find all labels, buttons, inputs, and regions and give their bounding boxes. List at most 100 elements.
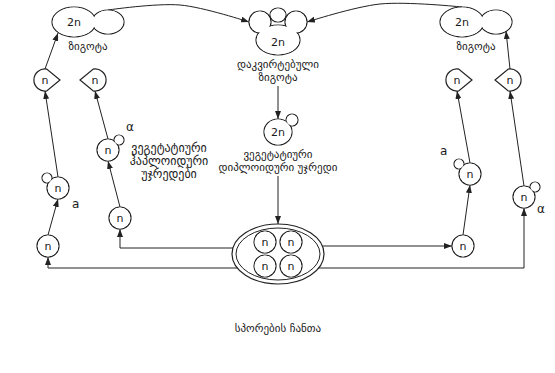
cell-fill [286, 12, 307, 33]
budding-zygote: 2n დაკვირტებული ზიგოტა [230, 6, 326, 84]
haploid-cell-body: n [451, 234, 475, 258]
haploid-cell-body: n [40, 172, 70, 200]
life-cycle-arrow [48, 199, 58, 235]
cell-fill [38, 236, 59, 257]
cell-fill [250, 12, 271, 33]
ascus-body [223, 222, 333, 286]
cell-wall [446, 69, 472, 91]
ascospore-body: n [279, 230, 303, 254]
life-cycle-arrow [506, 31, 510, 69]
ploidy-label: n [288, 261, 295, 272]
ploidy-label: n [507, 75, 514, 86]
cell-fill [110, 208, 131, 229]
cell-wall [37, 235, 59, 257]
ascus-outline [223, 222, 333, 286]
life-cycle-arrow [45, 33, 58, 69]
life-cycle-arrow [108, 5, 249, 22]
life-cycle-arrow [45, 91, 58, 177]
mating-cell: n [445, 68, 473, 92]
mating-cell: n [79, 68, 107, 92]
cell-fill [115, 136, 124, 145]
cell-wall [495, 69, 521, 91]
ascospore-body: n [253, 254, 277, 278]
cell-fill [93, 11, 124, 34]
ploidy-label: n [460, 241, 467, 252]
ascospore-body: n [253, 230, 277, 254]
cell-wall [34, 69, 60, 91]
cell-fill [98, 140, 119, 161]
ploidy-label: n [45, 241, 52, 252]
budding-zygote-outline [230, 6, 326, 56]
ascospore: n [253, 254, 277, 278]
cell-fill [265, 120, 292, 145]
cell-wall [109, 207, 131, 229]
life-cycle-arrow [95, 91, 108, 139]
mating-type-label: α [537, 203, 545, 216]
ascus: სპორების ჩანთა n n n n [223, 222, 333, 335]
ascospore: n [253, 230, 277, 254]
cell-wall [52, 7, 96, 37]
cell-fill [255, 232, 276, 253]
zygote-outline [50, 6, 126, 38]
cell-fill [271, 9, 286, 22]
cell-wall [280, 231, 302, 253]
budding-zygote-body: 2n [230, 6, 326, 56]
zygote: 2n ზიგოტა [438, 6, 514, 53]
ploidy-label: n [55, 183, 62, 194]
cell-wall [452, 235, 474, 257]
ploidy-label: n [288, 237, 295, 248]
cell-wall [80, 69, 106, 91]
cell-fill [255, 256, 276, 277]
cell-fill [43, 174, 52, 183]
cell-fill [281, 232, 302, 253]
cell-fill [481, 11, 512, 34]
haploid-cell: n [108, 206, 132, 230]
haploid-cell: n [36, 234, 60, 258]
cell-wall [254, 231, 276, 253]
ploidy-label: 2n [271, 37, 285, 48]
diploid-cell: 2nვეგეტატიური დიპლოიდური უჯრედი [213, 112, 343, 174]
zygote-body: 2n [438, 6, 514, 38]
cell-fill [460, 164, 481, 185]
life-cycle-arrow [48, 257, 238, 268]
cell-fill [453, 236, 474, 257]
cell-fill [48, 178, 69, 199]
cell-wall [480, 10, 512, 34]
ascospore: n [279, 254, 303, 278]
ploidy-label: n [262, 261, 269, 272]
ploidy-label: 2n [271, 127, 285, 138]
haploid-cell: n [452, 158, 482, 186]
life-cycle-arrow [278, 86, 279, 119]
haploid-cell-body: n [108, 206, 132, 230]
stage-caption: სპორების ჩანთა [223, 322, 333, 335]
stage-caption: ზიგოტა [50, 40, 126, 53]
stage-caption: დაკვირტებული ზიგოტა [230, 58, 326, 84]
cell-fill [455, 160, 464, 169]
ploidy-label: n [262, 237, 269, 248]
haploid-cell-body: n [36, 234, 60, 258]
ploidy-label: n [92, 75, 99, 86]
cell-fill [53, 8, 96, 37]
ascus-wall [232, 224, 324, 284]
ploidy-label: n [454, 75, 461, 86]
cell-fill [531, 183, 540, 192]
haploid-cell-body: n [452, 158, 482, 186]
stage-caption: ზიგოტა [438, 40, 514, 53]
mating-cell-body: n [445, 68, 473, 92]
stage-caption: ვეგეტატიური ჰაპლოიდური უჯრედები [128, 142, 210, 181]
cell-fill [441, 8, 484, 37]
ploidy-label: n [521, 192, 528, 203]
life-cycle-arrow [463, 185, 470, 235]
life-cycle-arrow [120, 229, 233, 248]
mating-type-label: α [126, 121, 134, 134]
zygote-body: 2n [50, 6, 126, 38]
life-cycle-arrow [510, 91, 524, 186]
ascus-wall [236, 228, 320, 280]
cell-wall [270, 8, 286, 22]
life-cycle-arrow [322, 246, 452, 247]
haploid-cell: n [96, 134, 126, 162]
mating-cell-body: n [79, 68, 107, 92]
ploidy-label: 2n [67, 17, 81, 28]
life-cycle-arrow [457, 91, 470, 163]
